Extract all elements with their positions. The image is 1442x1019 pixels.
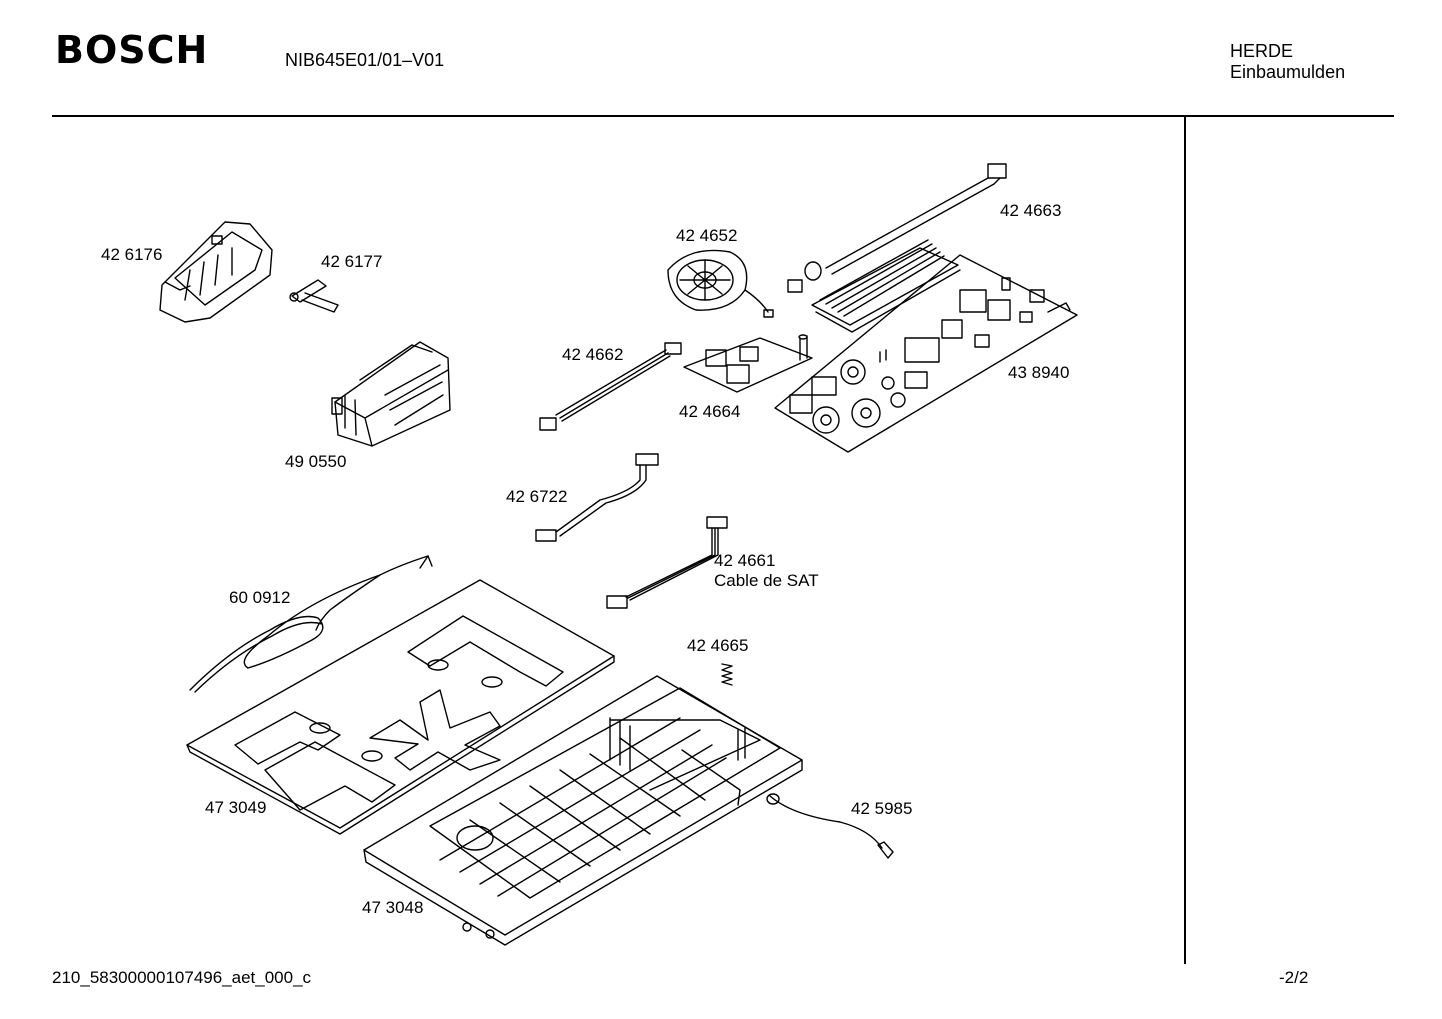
part-fan-424652 [667, 249, 774, 318]
part-label: 42 4663 [1000, 201, 1062, 220]
part-label: 43 8940 [1008, 363, 1070, 382]
part-label: 42 6176 [101, 245, 163, 264]
category: HERDE Einbaumulden [1230, 41, 1345, 83]
part-frame-473048 [363, 675, 803, 946]
brand-logo: BOSCH [55, 28, 209, 72]
part-small-pcb-424664 [683, 334, 887, 393]
part-label: 42 6177 [321, 252, 383, 271]
part-label: 42 4652 [676, 226, 738, 245]
side-divider [1184, 116, 1186, 964]
part-label: 47 3049 [205, 798, 267, 817]
part-harness-424662 [539, 342, 682, 431]
model-number: NIB645E01/01–V01 [285, 50, 445, 70]
part-note: Cable de SAT [714, 571, 819, 590]
part-bracket-426176 [159, 221, 273, 323]
part-harness-426722 [535, 453, 659, 542]
part-harness-424661 [606, 516, 728, 609]
part-rod-424663 [787, 163, 1007, 293]
part-module-490550 [331, 341, 451, 447]
part-label: 42 4665 [687, 636, 749, 655]
part-label: 42 6722 [506, 487, 568, 506]
document-id: 210_58300000107496_aet_000_c [52, 968, 312, 987]
part-label: 49 0550 [285, 452, 347, 471]
part-sensor-425985 [766, 793, 894, 859]
part-label: 42 4664 [679, 402, 741, 421]
part-label: 42 4662 [562, 345, 624, 364]
part-plate-473049 [186, 579, 615, 835]
header-divider [52, 115, 1394, 117]
part-spring-424665 [721, 663, 733, 686]
part-label: 42 5985 [851, 799, 913, 818]
part-cable-600912 [189, 555, 433, 693]
part-pcb-438940 [774, 239, 1078, 453]
category-line-2: Einbaumulden [1230, 62, 1346, 82]
part-label: 47 3048 [362, 898, 424, 917]
category-line-1: HERDE [1230, 41, 1294, 61]
part-label: 60 0912 [229, 588, 291, 607]
part-clip-426177 [289, 279, 339, 313]
page-number: -2/2 [1279, 968, 1309, 987]
part-label: 42 4661 [714, 551, 776, 570]
